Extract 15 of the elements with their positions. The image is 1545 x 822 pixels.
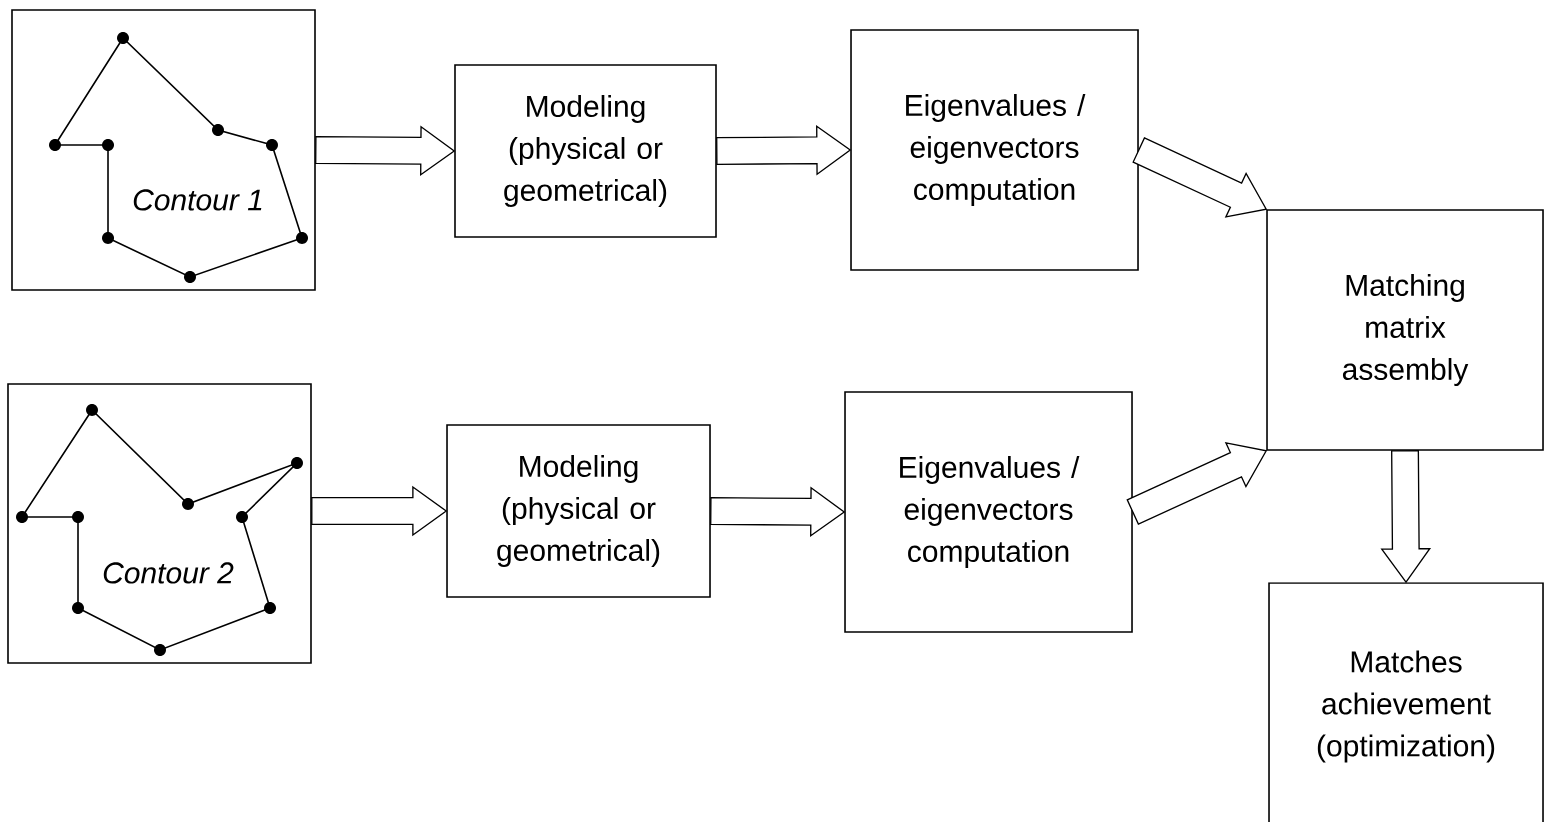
process-box: Modeling (physical or geometrical) bbox=[446, 424, 711, 598]
contour-label: Contour 1 bbox=[130, 188, 266, 212]
block-arrow bbox=[1380, 450, 1432, 584]
block-arrow bbox=[1126, 441, 1268, 525]
process-box: Eigenvalues / eigenvectors computation bbox=[850, 29, 1139, 271]
block-arrow bbox=[315, 125, 456, 177]
block-arrow bbox=[710, 486, 846, 538]
process-box: Matches achievement (optimization) bbox=[1268, 582, 1544, 822]
block-arrow bbox=[311, 485, 448, 537]
process-box: Modeling (physical or geometrical) bbox=[454, 64, 717, 238]
contour-label: Contour 2 bbox=[100, 561, 236, 585]
process-box: Matching matrix assembly bbox=[1266, 209, 1544, 451]
block-arrow bbox=[716, 124, 852, 176]
process-box: Eigenvalues / eigenvectors computation bbox=[844, 391, 1133, 633]
block-arrow bbox=[1132, 137, 1268, 218]
